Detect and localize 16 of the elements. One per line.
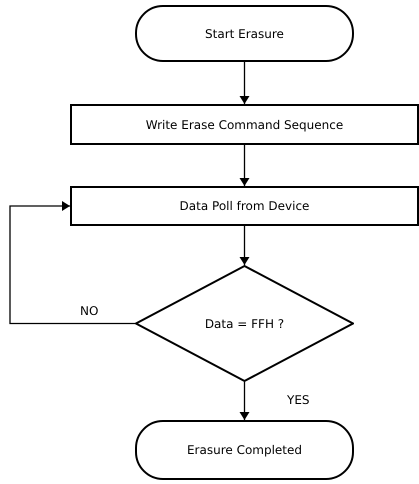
node-label: Write Erase Command Sequence — [146, 118, 344, 132]
arrow — [240, 145, 250, 186]
edge-label: YES — [285, 393, 312, 407]
decision-diamond — [135, 265, 354, 382]
node-label: Data = FFH ? — [204, 316, 284, 330]
terminal-box — [135, 420, 354, 480]
process-box — [70, 104, 419, 145]
edge-label: NO — [78, 304, 100, 318]
node-label: Data Poll from Device — [180, 199, 310, 213]
arrow — [240, 226, 250, 265]
arrow — [240, 62, 250, 104]
arrow — [9, 201, 135, 324]
node-label: Start Erasure — [205, 26, 284, 40]
arrow — [240, 382, 250, 420]
node-label: Erasure Completed — [186, 443, 302, 457]
process-box — [70, 186, 419, 226]
